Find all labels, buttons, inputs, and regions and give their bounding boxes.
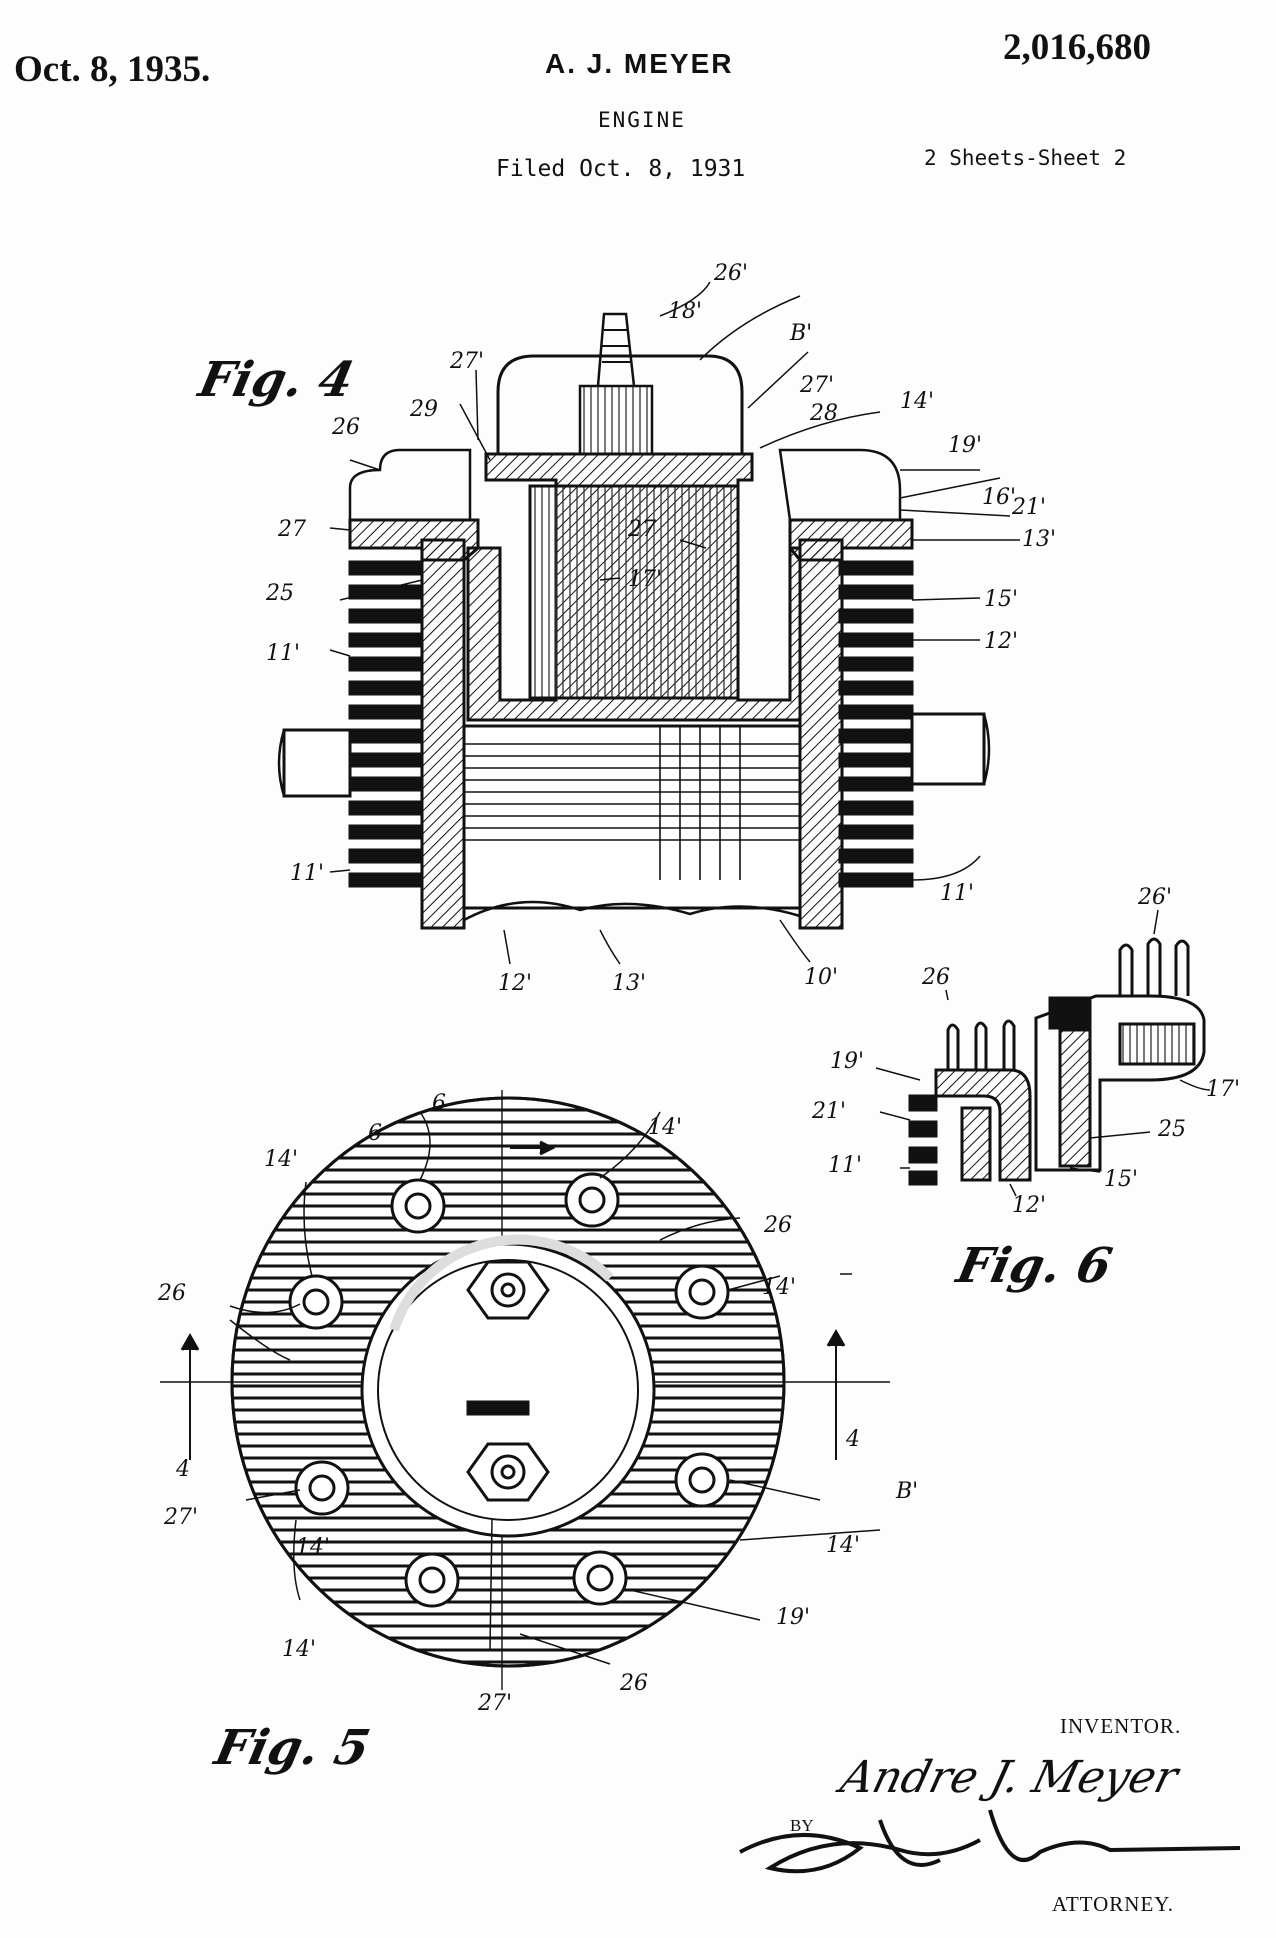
inventor-name: A. J. MEYER [545, 48, 734, 79]
fig6-ref-17: 17' [1206, 1077, 1240, 1102]
fig6-drawing [875, 909, 1211, 1197]
inventor-label: INVENTOR. [1060, 1714, 1182, 1738]
fig4-ref-17: 17' [628, 567, 662, 592]
fig5-ref-14b: 14' [648, 1115, 682, 1140]
fig6-fins [908, 1094, 938, 1186]
fig4-label: Fig. 4 [194, 352, 359, 408]
fig4-ref-11a: 11' [266, 641, 300, 666]
fig5-ref-14a: 14' [264, 1147, 298, 1172]
fig5-ref-19: 19' [776, 1605, 810, 1630]
fig6-ref-19: 19' [830, 1049, 864, 1074]
fig4-ref-21: 21' [1011, 495, 1046, 520]
fig5-ref-26c: 26 [619, 1671, 648, 1696]
fig5-ref-4a: 4 [175, 1457, 190, 1482]
patent-title: ENGINE [598, 108, 686, 132]
fig4-ref-12a: 12' [984, 629, 1018, 654]
fig4-ref-15: 15' [984, 587, 1018, 612]
inventor-signature: Andre J. Meyer [835, 1752, 1183, 1803]
by-label: BY [790, 1816, 814, 1835]
fig4-ref-19: 19' [948, 433, 982, 458]
fig5-ref-14d: 14' [296, 1535, 330, 1560]
fig4-ref-25: 25 [265, 581, 294, 606]
fig5-ref-6b: 6 [432, 1091, 446, 1116]
fig5-ref-26b: 26 [157, 1281, 186, 1306]
fig4-ref-26: 26 [331, 415, 360, 440]
fig4-ref-14: 14' [900, 389, 934, 414]
fig4-ref-18: 18' [668, 299, 702, 324]
fig4-ref-27c: 27 [277, 517, 306, 542]
sheet-count: 2 Sheets-Sheet 2 [924, 146, 1127, 170]
fig4-ref-27a: 27' [449, 349, 484, 374]
fig5-ref-27a: 27' [163, 1505, 198, 1530]
fig4-left-fins [348, 560, 424, 888]
fig6-reference-labels: 26' 26 19' 17' 21' 25 11' 12' 15' [811, 885, 1240, 1218]
fig5-ref-26a: 26 [763, 1213, 792, 1238]
fig6-ref-21: 21' [811, 1099, 846, 1124]
patent-number: 2,016,680 [1003, 27, 1151, 68]
fig4-ref-27b: 27' [799, 373, 834, 398]
fig4-ref-27d: 27 [627, 517, 656, 542]
fig5-ref-14f: 14' [282, 1637, 316, 1662]
fig5-ref-4b: 4 [845, 1427, 860, 1452]
fig5-drawing [160, 1090, 890, 1690]
patent-date: Oct. 8, 1935. [14, 49, 211, 90]
fig4-drawing [277, 281, 1020, 965]
fig4-ref-29: 29 [409, 397, 438, 422]
fig5-reference-labels: 6 6 14' 14' 14' 26 14' 26 4 4 B' 27' 14'… [157, 1091, 918, 1716]
fig4-ref-26p: 26' [713, 261, 748, 286]
fig4-ref-10: 10' [804, 965, 838, 990]
fig4-reference-labels: 18' 26' B' 27' 29 27' 28 14' 26 19' 16' … [265, 261, 1056, 996]
fig4-ref-28: 28 [809, 401, 838, 426]
fig6-ref-11: 11' [828, 1153, 862, 1178]
fig4-ref-13b: 13' [612, 971, 646, 996]
fig4-ref-b: B' [789, 321, 812, 346]
fig6-label: Fig. 6 [952, 1238, 1117, 1294]
fig4-right-fins [838, 560, 914, 888]
fig4-ref-12b: 12' [498, 971, 532, 996]
attorney-label: ATTORNEY. [1052, 1892, 1174, 1916]
fig5-bolt-bosses [288, 1172, 730, 1608]
fig5-ref-27b: 27' [477, 1691, 512, 1716]
fig4-ref-13: 13' [1022, 527, 1056, 552]
fig6-ref-25: 25 [1157, 1117, 1186, 1142]
fig4-ref-16: 16' [982, 485, 1016, 510]
fig6-ref-15: 15' [1104, 1167, 1138, 1192]
fig5-ref-14c: 14' [762, 1275, 796, 1300]
fig5-ref-14e: 14' [826, 1533, 860, 1558]
fig5-ref-b: B' [895, 1479, 918, 1504]
fig6-ref-12: 12' [1012, 1193, 1046, 1218]
fig6-ref-26: 26 [921, 965, 950, 990]
fig4-ref-11c: 11' [940, 881, 974, 906]
fig4-ref-11b: 11' [290, 861, 324, 886]
fig5-ref-6a: 6 [368, 1121, 382, 1146]
fig6-ref-26p: 26' [1137, 885, 1172, 910]
filed-date: Filed Oct. 8, 1931 [496, 156, 746, 182]
attorney-signature [739, 1809, 1241, 1874]
fig5-label: Fig. 5 [210, 1720, 375, 1776]
